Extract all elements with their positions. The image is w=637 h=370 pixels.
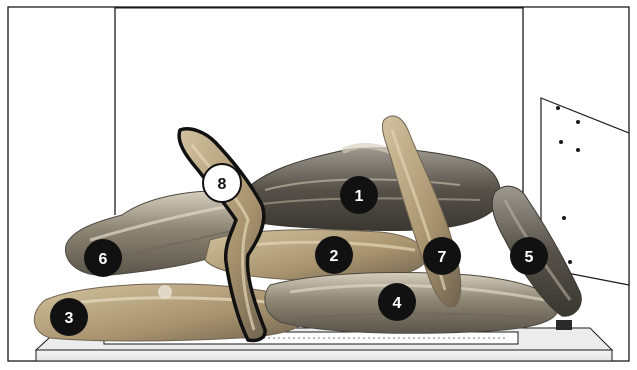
marker-1-label: 1 <box>355 188 364 205</box>
marker-5-label: 5 <box>525 249 534 266</box>
marker-3-label: 3 <box>65 310 74 327</box>
marker-6: 6 <box>84 239 122 277</box>
marker-2-label: 2 <box>330 248 339 265</box>
marker-7: 7 <box>423 237 461 275</box>
marker-6-label: 6 <box>99 251 108 268</box>
marker-5: 5 <box>510 237 548 275</box>
marker-3: 3 <box>50 298 88 336</box>
marker-4: 4 <box>378 283 416 321</box>
marker-4-label: 4 <box>393 295 402 312</box>
marker-1: 1 <box>340 176 378 214</box>
marker-2: 2 <box>315 236 353 274</box>
marker-8: 8 <box>203 164 241 202</box>
marker-8-label: 8 <box>218 176 227 193</box>
marker-7-label: 7 <box>438 249 447 266</box>
